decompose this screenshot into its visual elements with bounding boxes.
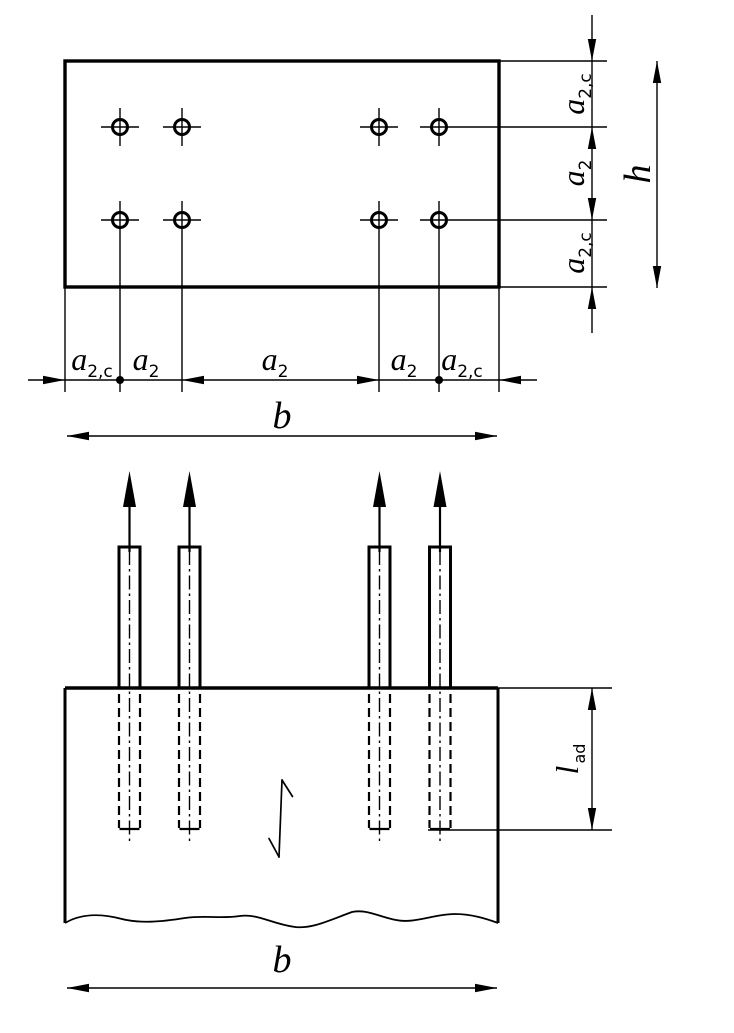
height-dimension: h [617, 61, 662, 288]
dim-label-a2: a2 [391, 341, 418, 382]
force-arrowhead [373, 471, 386, 507]
hole [430, 211, 448, 229]
dim-label-a2: a2 [133, 341, 160, 382]
hole [370, 118, 388, 136]
hole-centerlines-vertical [119, 108, 440, 392]
arrowhead-down [587, 198, 597, 220]
hole [111, 211, 129, 229]
hole [370, 211, 388, 229]
side-view: lad b [63, 471, 612, 993]
break-line-wavy [64, 910, 499, 929]
width-dimension-side-view: b [67, 939, 497, 993]
force-arrowhead [183, 471, 196, 507]
dim-label-lad: lad [549, 744, 589, 775]
force-arrowhead [123, 471, 136, 507]
hole [173, 211, 191, 229]
hole [111, 118, 129, 136]
arrowhead-down [587, 808, 597, 830]
chain-dot [116, 376, 124, 384]
dim-label-a2c-bottom: a2,c [555, 232, 596, 274]
holes [111, 118, 448, 229]
timber-outline [63, 686, 500, 929]
arrowhead-left [67, 983, 89, 993]
hole-centerlines-horizontal [101, 126, 607, 221]
rod [117, 471, 142, 843]
arrowhead-right [43, 375, 65, 385]
arrowhead-up [587, 688, 597, 710]
arrowhead-up [652, 61, 662, 83]
dim-label-b: b [273, 939, 292, 981]
rod-outline [428, 545, 452, 689]
hole [430, 118, 448, 136]
width-dimension-top-view: b [67, 395, 497, 441]
arrowhead-right [475, 983, 497, 993]
rod-outline [117, 545, 142, 689]
hole [173, 118, 191, 136]
arrowhead-left [67, 431, 89, 441]
arrowhead-up [587, 127, 597, 149]
dim-label-a2c: a2,c [441, 341, 483, 382]
rod-outline [367, 545, 392, 689]
vertical-dimension-chain: a2,c a2 a2,c [499, 15, 607, 333]
horizontal-dimension-chain: a2,c a2 a2 a2 a2,c [28, 287, 537, 392]
chain-dot [435, 376, 443, 384]
dim-label-h: h [617, 165, 659, 184]
plate-outline [63, 59, 501, 289]
rod [428, 471, 452, 843]
dim-label-a2: a2 [262, 341, 289, 382]
force-arrowhead [433, 471, 447, 507]
arrowhead-right [357, 375, 379, 385]
rod [367, 471, 392, 843]
rods [117, 471, 452, 843]
arrowhead-up [587, 287, 597, 309]
top-view: a2,c a2 a2,c h a2,c a2 a2 a2 a2,c [28, 15, 662, 441]
rod [177, 471, 202, 843]
dim-label-b: b [273, 395, 292, 437]
anchorage-length-dimension: lad [428, 687, 612, 831]
arrowhead-down [587, 39, 597, 61]
grain-direction-symbol [268, 779, 294, 858]
dim-label-a2c: a2,c [71, 341, 113, 382]
dim-label-a2-right: a2 [555, 160, 596, 187]
arrowhead-down [652, 266, 662, 288]
arrowhead-left [499, 375, 521, 385]
rod-outline [177, 545, 202, 689]
arrowhead-right [475, 431, 497, 441]
arrowhead-left [182, 375, 204, 385]
dim-label-a2c-top: a2,c [555, 73, 596, 115]
